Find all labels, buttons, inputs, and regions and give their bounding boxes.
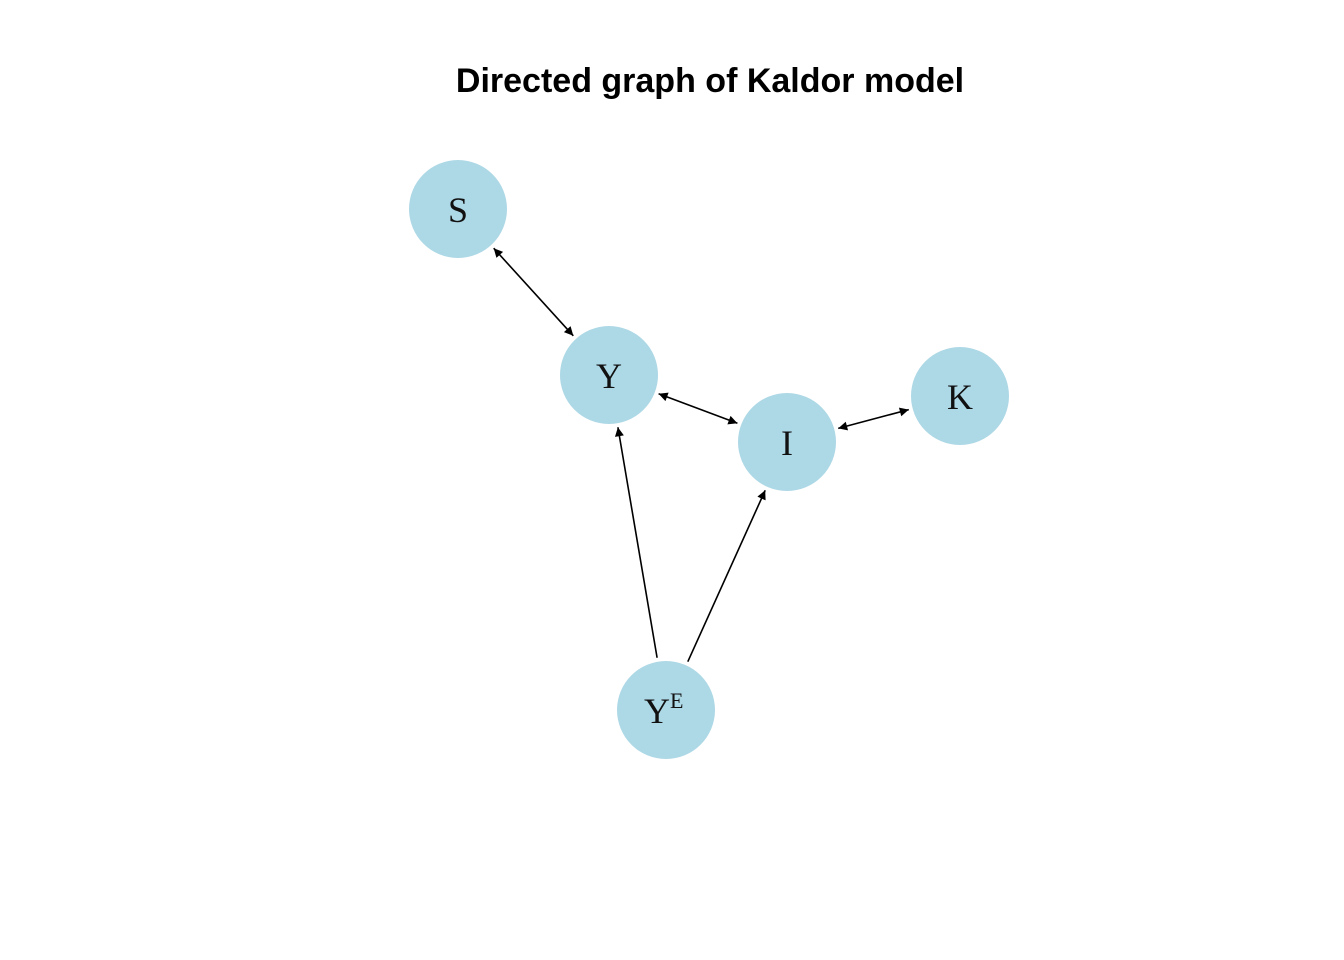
node-circle	[560, 326, 658, 424]
node-k: K	[911, 347, 1009, 445]
node-circle	[738, 393, 836, 491]
edge-ye-i	[687, 489, 766, 663]
node-label: I	[781, 423, 793, 463]
node-label: S	[448, 190, 468, 230]
diagram-title: Directed graph of Kaldor model	[456, 62, 964, 100]
edge-s-y	[493, 247, 574, 337]
node-circle	[409, 160, 507, 258]
edge-i-k	[837, 407, 910, 431]
edges-layer	[493, 247, 910, 663]
node-circle	[911, 347, 1009, 445]
node-label: Y	[596, 356, 622, 396]
edge-ye-y	[614, 427, 658, 658]
node-label: K	[947, 377, 973, 417]
node-circle	[617, 661, 715, 759]
node-s: S	[409, 160, 507, 258]
node-y: Y	[560, 326, 658, 424]
node-label-superscript: E	[670, 688, 683, 713]
edge-y-i	[658, 392, 738, 425]
node-i: I	[738, 393, 836, 491]
node-label: Y	[644, 691, 670, 731]
